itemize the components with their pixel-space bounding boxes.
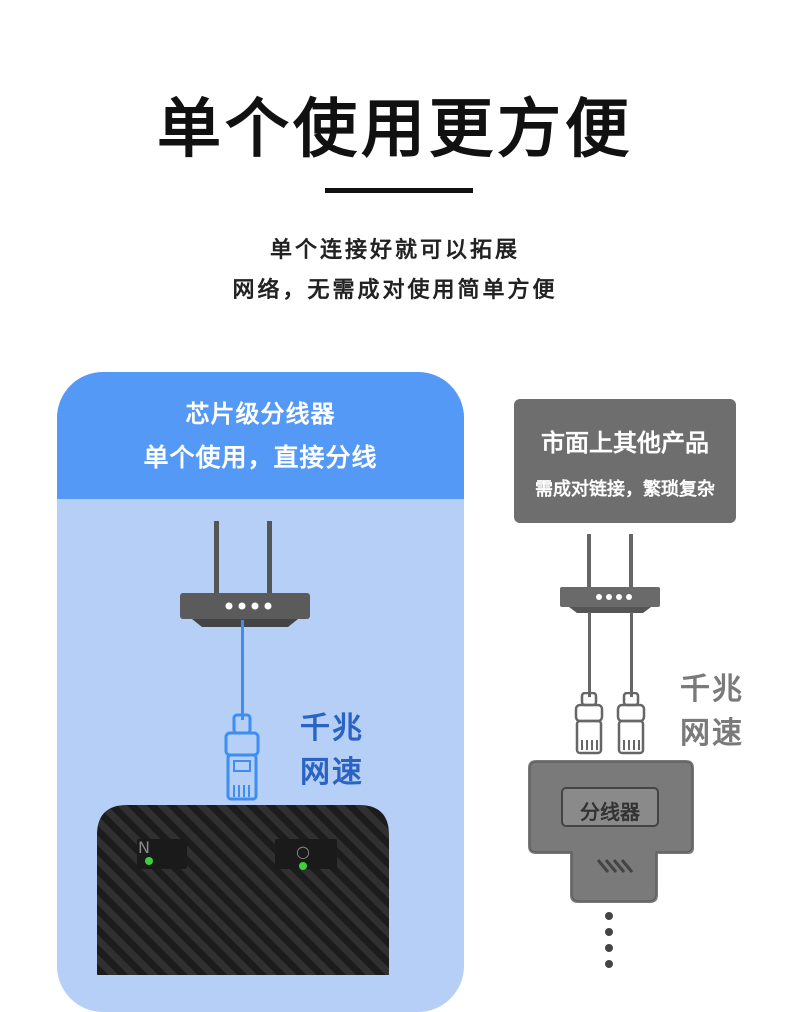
other-products-subtitle: 需成对链接，繁琐复杂 — [535, 479, 715, 500]
rj45-plug-icon — [616, 692, 646, 755]
rj45-plug-icon — [224, 713, 260, 801]
continuation-dots — [605, 912, 613, 968]
port-label-2: ○ — [296, 842, 310, 861]
chip-splitter-subtitle: 单个使用，直接分线 — [143, 443, 378, 472]
router-icon — [560, 534, 660, 613]
other-products-box: 市面上其他产品 需成对链接，繁琐复杂 — [514, 399, 736, 523]
network-cable — [241, 620, 244, 720]
subtitle-line-1: 单个连接好就可以拓展 — [269, 238, 520, 263]
left-speed-line-2: 网速 — [300, 755, 364, 790]
chip-splitter-header: 芯片级分线器 单个使用，直接分线 — [57, 372, 464, 499]
right-speed-line-2: 网速 — [680, 716, 744, 751]
router-icon — [180, 521, 310, 627]
chip-splitter-title: 芯片级分线器 — [185, 400, 336, 428]
page-title: 单个使用更方便 — [157, 93, 633, 167]
other-products-title: 市面上其他产品 — [541, 429, 709, 457]
right-speed-label: 千兆 网速 — [680, 668, 744, 756]
network-cables — [588, 612, 633, 697]
chip-splitter-device — [97, 805, 389, 975]
splitter-device-label: 分线器 — [580, 800, 640, 824]
subtitle-line-2: 网络，无需成对使用简单方便 — [232, 278, 558, 303]
splitter-device-icon — [528, 760, 694, 903]
title-divider — [325, 188, 473, 193]
rj45-plug-icon — [574, 692, 604, 755]
left-speed-line-1: 千兆 — [300, 711, 364, 746]
port-label-1: N — [138, 838, 150, 857]
left-speed-label: 千兆 网速 — [300, 707, 364, 795]
right-speed-line-1: 千兆 — [680, 672, 744, 707]
